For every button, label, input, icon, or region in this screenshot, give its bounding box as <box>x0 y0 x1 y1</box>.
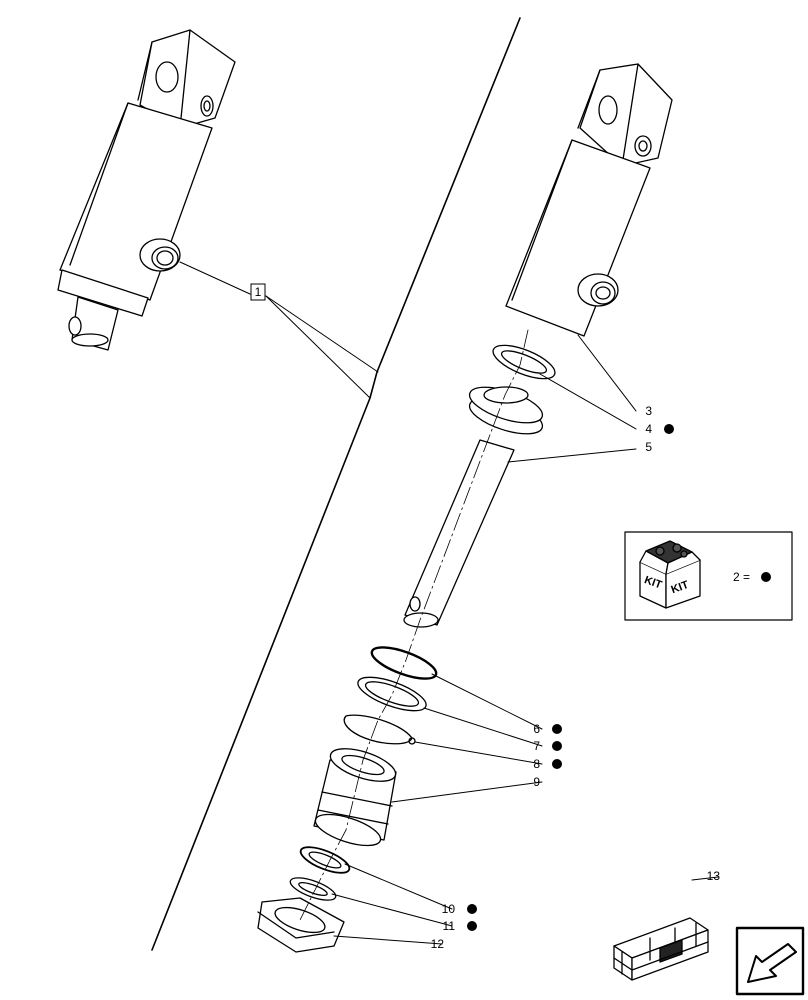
seal-10 <box>299 846 351 874</box>
seal-ring-4 <box>492 344 556 380</box>
callout-11: 11 <box>443 919 456 933</box>
washer-11 <box>289 877 337 901</box>
back-arrow-icon[interactable] <box>735 926 805 996</box>
crate-icon <box>613 917 709 981</box>
backup-ring-7 <box>357 676 427 712</box>
callout-9: 9 <box>533 775 540 789</box>
kit-dot-8 <box>552 759 562 769</box>
kit-legend-equation: 2 = <box>733 570 750 584</box>
callout-8: 8 <box>533 757 540 771</box>
snap-ring-8 <box>343 714 416 745</box>
kit-dot-11 <box>467 921 477 931</box>
callout-4: 4 <box>645 422 652 436</box>
kit-box-icon <box>639 540 701 609</box>
callout-5: 5 <box>645 440 652 454</box>
callout-12: 12 <box>431 937 445 951</box>
callout-7: 7 <box>533 739 540 753</box>
callout-box-1 <box>250 283 266 301</box>
cylinder-barrel <box>505 63 673 337</box>
callout-6: 6 <box>533 722 540 736</box>
kit-label-right: KIT <box>670 579 691 596</box>
kit-dot-6 <box>552 724 562 734</box>
kit-legend-box <box>624 531 793 621</box>
kit-label-left: KIT <box>643 574 664 591</box>
kit-legend-dot <box>761 572 771 582</box>
callout-13: 13 <box>707 869 721 883</box>
callout-1: 1 <box>255 285 262 299</box>
kit-dot-10 <box>467 904 477 914</box>
gland-9 <box>313 748 397 847</box>
divider-line <box>151 17 521 951</box>
piston-rod-5 <box>403 386 544 628</box>
callout-3: 3 <box>645 404 652 418</box>
callout-10: 10 <box>442 902 456 916</box>
kit-dot-7 <box>552 741 562 751</box>
cylinder-assembly-left <box>57 29 236 351</box>
nut-12 <box>257 897 345 953</box>
kit-dot-4 <box>664 424 674 434</box>
